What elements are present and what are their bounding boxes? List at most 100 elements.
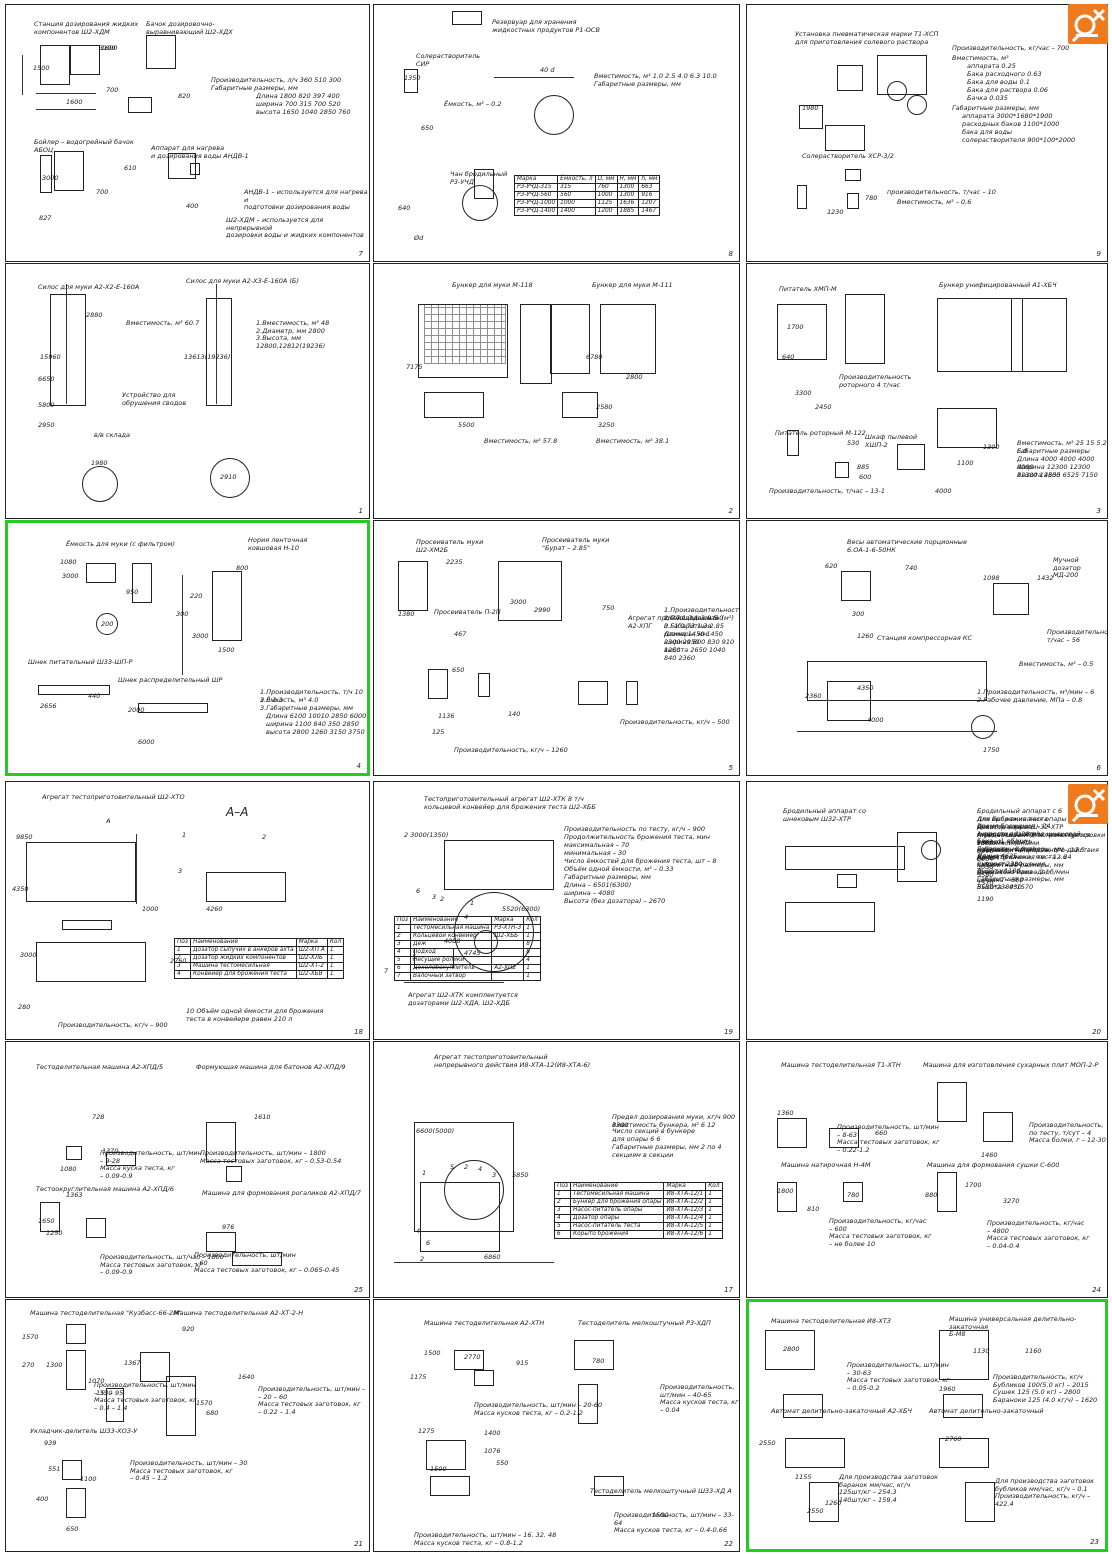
sheet-label: 1600 bbox=[101, 44, 118, 52]
sheet-label: 600 bbox=[859, 473, 872, 481]
sheet-label: Ёмкость, м³ – 0.2 bbox=[444, 100, 502, 108]
sheet-label: 300 bbox=[176, 610, 189, 618]
sheet-label: 640 bbox=[782, 353, 795, 361]
table-cell: 1 bbox=[705, 1198, 723, 1207]
sheet-label: 2800 bbox=[783, 1345, 800, 1353]
sheet-label: 1980 bbox=[91, 459, 108, 467]
sheet-label: Тестоокруглительная машина А2-ХПД/6 bbox=[36, 1185, 174, 1193]
sheet-label: Агрегат просеивательный А2-ХПГ bbox=[628, 614, 719, 630]
sheet-label: 3030 bbox=[977, 863, 994, 871]
sheet-label: 1650 bbox=[38, 1217, 55, 1225]
sheet-label: Длина 1450 1450 2300 2950 bbox=[664, 630, 723, 646]
sheet-label: 1300 bbox=[983, 443, 1000, 451]
sheet-label: 4350 bbox=[12, 885, 29, 893]
sheet-label: Резервуар для хранения жидкостных продук… bbox=[492, 18, 600, 34]
sheet-number: 18 bbox=[354, 1028, 363, 1036]
sheet-label: Нория ленточная ковшовая Н-10 bbox=[248, 536, 308, 552]
sheet-label: Устройство для обрушения сводов bbox=[122, 391, 187, 407]
equipment-outline bbox=[937, 408, 997, 448]
equipment-outline bbox=[138, 703, 208, 713]
sheet-number: 7 bbox=[358, 250, 363, 258]
equipment-outline bbox=[146, 35, 176, 69]
sheet-label: Ød bbox=[414, 234, 424, 242]
equipment-circle bbox=[444, 1160, 504, 1220]
table-cell: 1300 bbox=[616, 183, 640, 192]
equipment-outline bbox=[835, 462, 849, 478]
sheet-label: Производительность, шт/мин – 9-28 Масса … bbox=[100, 1149, 202, 1180]
equipment-outline bbox=[428, 669, 448, 699]
sheet-label: 5500 bbox=[458, 421, 475, 429]
dimension-line bbox=[182, 575, 183, 675]
sheet-label: 530 bbox=[847, 439, 860, 447]
drawing-sheet-4[interactable]: Ёмкость для муки (с фильтром)Нория ленто… bbox=[5, 520, 370, 776]
sheet-number: 5 bbox=[728, 764, 733, 772]
sheet-label: Формующая машина для батонов А2-ХПД/9 bbox=[196, 1063, 346, 1071]
sheet-label: 3000 bbox=[62, 572, 79, 580]
sheet-label: А bbox=[106, 817, 111, 825]
table-header-cell: Поз bbox=[174, 938, 191, 947]
sheet-label: 1000 bbox=[142, 905, 159, 913]
sheet-label: Вместимость, м³ bbox=[952, 54, 1009, 62]
sheet-label: 4000 bbox=[867, 716, 884, 724]
sheet-label: Бака для раствора 0.06 bbox=[967, 86, 1048, 94]
table-cell: 4 bbox=[523, 956, 541, 965]
sheet-label: Питатель ХМП-М bbox=[779, 285, 837, 293]
sheet-label: Укладчик-делитель Ш33-ХОЗ-У bbox=[30, 1427, 138, 1435]
drawing-sheet-21: Машина тестоделительная "Кузбасс-66-2М"М… bbox=[5, 1299, 370, 1552]
table-cell: 1 bbox=[705, 1222, 723, 1231]
sheet-label: Длина 1800 820 397 400 bbox=[256, 92, 340, 100]
sheet-label: 140 bbox=[508, 710, 521, 718]
table-cell: Машина тестомесильная bbox=[190, 962, 297, 971]
sheet-label: 550 bbox=[496, 1459, 509, 1467]
sheet-label: 6780 bbox=[586, 353, 603, 361]
search-zoom-icon[interactable] bbox=[1068, 784, 1108, 824]
table-cell: 1 bbox=[326, 962, 345, 971]
sheet-label: Габаритные размеры bbox=[1017, 447, 1090, 455]
sheet-label: Производительность, по тесту, т/сут – 4 … bbox=[1029, 1121, 1106, 1144]
dimension-line bbox=[404, 982, 504, 983]
table-cell: 3 bbox=[554, 1206, 571, 1215]
drawing-sheet-25: Тестоделительная машина А2-ХПД/5 Формующа… bbox=[5, 1041, 370, 1298]
equipment-outline bbox=[937, 1082, 967, 1122]
sheet-label: Габаритные размеры, мм 2 по 4 секциям в … bbox=[612, 1143, 722, 1159]
sheet-label: 3000 bbox=[20, 951, 37, 959]
table-cell: 916 bbox=[638, 191, 661, 200]
sheet-label: Вместимость, м³ 57.8 bbox=[484, 437, 558, 445]
table-cell: И8-ХТА-12/4 bbox=[663, 1214, 707, 1223]
sheet-label: 3 bbox=[432, 893, 437, 901]
table-cell: Дозатор жидких компонентов bbox=[190, 954, 297, 963]
dimension-line bbox=[66, 284, 67, 404]
sheet-label: Тестоделительная машина А2-ХПД/5 bbox=[36, 1063, 164, 1071]
equipment-outline bbox=[86, 563, 116, 583]
search-zoom-icon[interactable] bbox=[1068, 4, 1108, 44]
sheet-label: Тестоделитель мелкоштучный Ш33-ХД А bbox=[590, 1487, 732, 1495]
sheet-label: 1190 bbox=[977, 895, 994, 903]
dimension-line bbox=[36, 109, 96, 110]
sheet-label: Производительность, кг/ч – 900 bbox=[58, 1021, 168, 1029]
sheet-number: 1 bbox=[358, 507, 363, 515]
sheet-label: 5520(6300) bbox=[502, 905, 541, 913]
sheet-label: Производительность, кг/ч – 500 bbox=[620, 718, 730, 726]
equipment-outline bbox=[799, 105, 823, 129]
sheet-label: 200 bbox=[101, 620, 114, 628]
sheet-label: 2770 bbox=[464, 1353, 481, 1361]
sheet-label: Габаритные размеры, мм bbox=[952, 104, 1039, 112]
sheet-label: Силос для муки А2-ХЗ-Е-160А (Б) bbox=[186, 277, 299, 285]
table-header-cell: Марка bbox=[513, 175, 559, 184]
sheet-label: 780 bbox=[865, 194, 878, 202]
sheet-label: Весы автоматические порционные 6.ОА-1-6-… bbox=[847, 538, 967, 554]
sheet-label: 2235 bbox=[446, 558, 463, 566]
sheet-label: Число ёмкостей для брожения теста, шт – … bbox=[564, 857, 717, 865]
sheet-label: Тестоприготовительный агрегат Ш2-ХТК 8 т… bbox=[424, 795, 596, 811]
sheet-label: 1980 bbox=[802, 104, 819, 112]
equipment-outline bbox=[132, 563, 152, 603]
sheet-label: 1570 bbox=[977, 879, 994, 887]
table-cell: Подход bbox=[409, 948, 493, 957]
